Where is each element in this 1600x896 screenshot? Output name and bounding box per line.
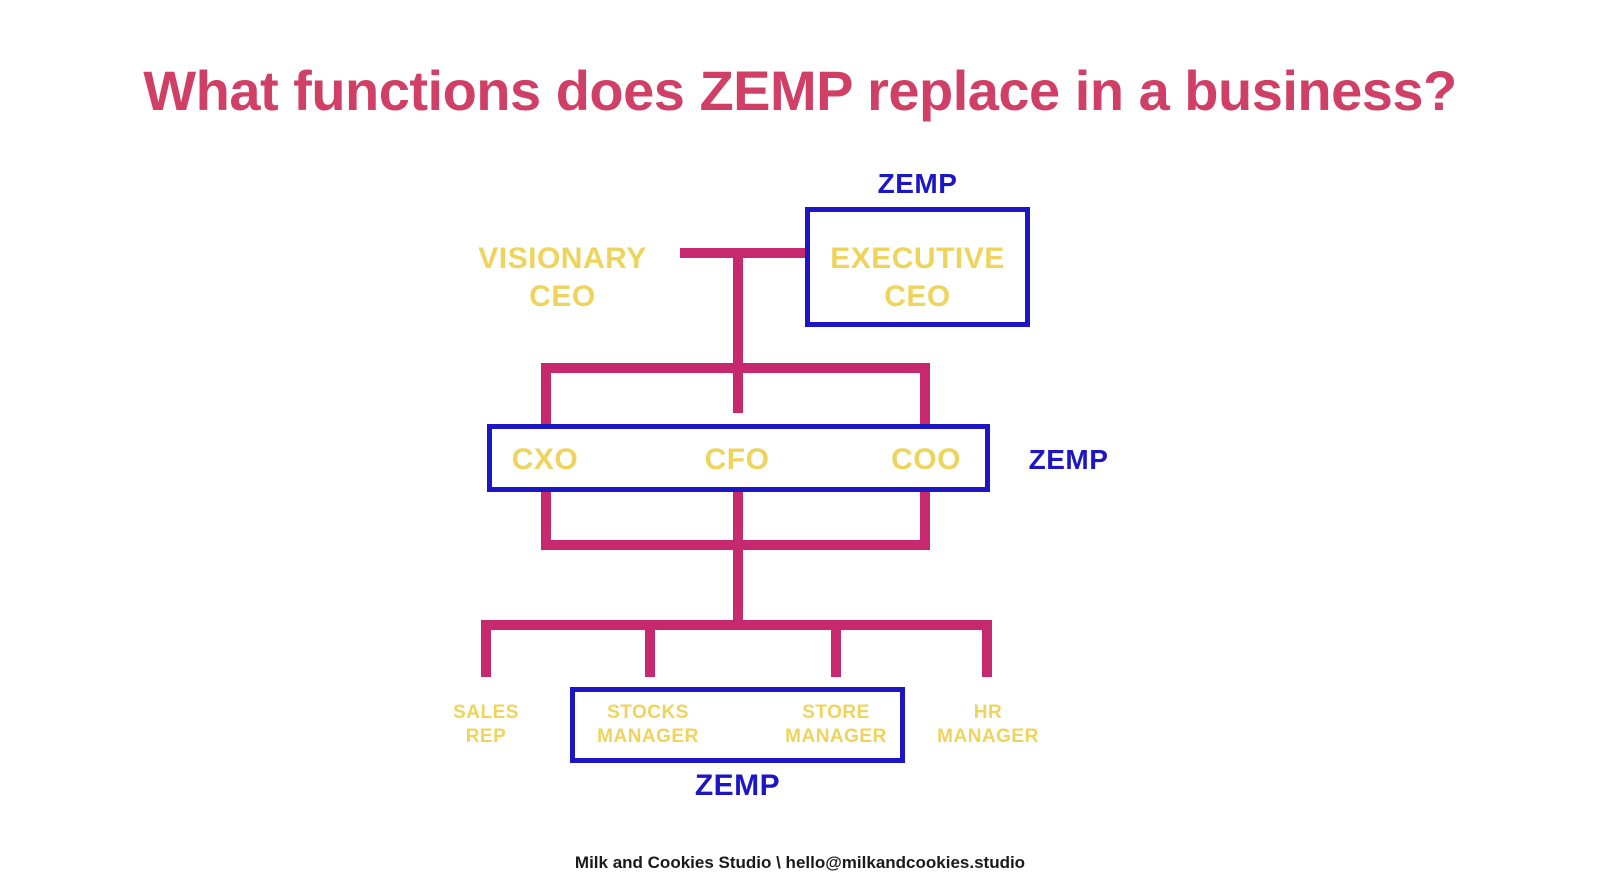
connector-drop-sales-rep: [481, 620, 491, 677]
role-sales-rep: SALES REP: [453, 702, 519, 747]
connector-drop-hr-manager: [982, 620, 992, 677]
connector-riser-cxo: [541, 492, 551, 547]
role-hr-manager: HR MANAGER: [937, 702, 1039, 747]
connector-drop-stocks-manager: [645, 620, 655, 677]
zemp-box-managers: [570, 687, 905, 763]
role-stocks-manager: STOCKS MANAGER: [597, 702, 699, 747]
connector-csuite-bus: [541, 363, 930, 373]
zemp-box-executive-ceo: [805, 207, 1030, 327]
role-executive-ceo: EXECUTIVE CEO: [830, 242, 1005, 313]
role-visionary-ceo: VISIONARY CEO: [478, 242, 647, 313]
role-coo: COO: [891, 443, 961, 476]
connector-ceo-trunk: [733, 248, 743, 413]
connector-drop-coo: [920, 363, 930, 424]
role-cfo: CFO: [704, 443, 770, 476]
connector-riser-coo: [920, 492, 930, 547]
footer-credit: Milk and Cookies Studio \ hello@milkandc…: [574, 853, 1026, 872]
connector-drop-cxo: [541, 363, 551, 424]
connector-drop-store-manager: [831, 620, 841, 677]
zemp-box-c-suite: [487, 424, 990, 492]
role-store-manager: STORE MANAGER: [785, 702, 887, 747]
zemp-badge-top: ZEMP: [877, 168, 958, 199]
zemp-badge-bottom: ZEMP: [694, 769, 781, 802]
connector-cfo-trunk: [733, 492, 743, 622]
page-title: What functions does ZEMP replace in a bu…: [143, 59, 1457, 122]
zemp-badge-middle: ZEMP: [1028, 444, 1109, 475]
connector-ops-bus: [481, 620, 992, 630]
role-cxo: CXO: [511, 443, 579, 476]
